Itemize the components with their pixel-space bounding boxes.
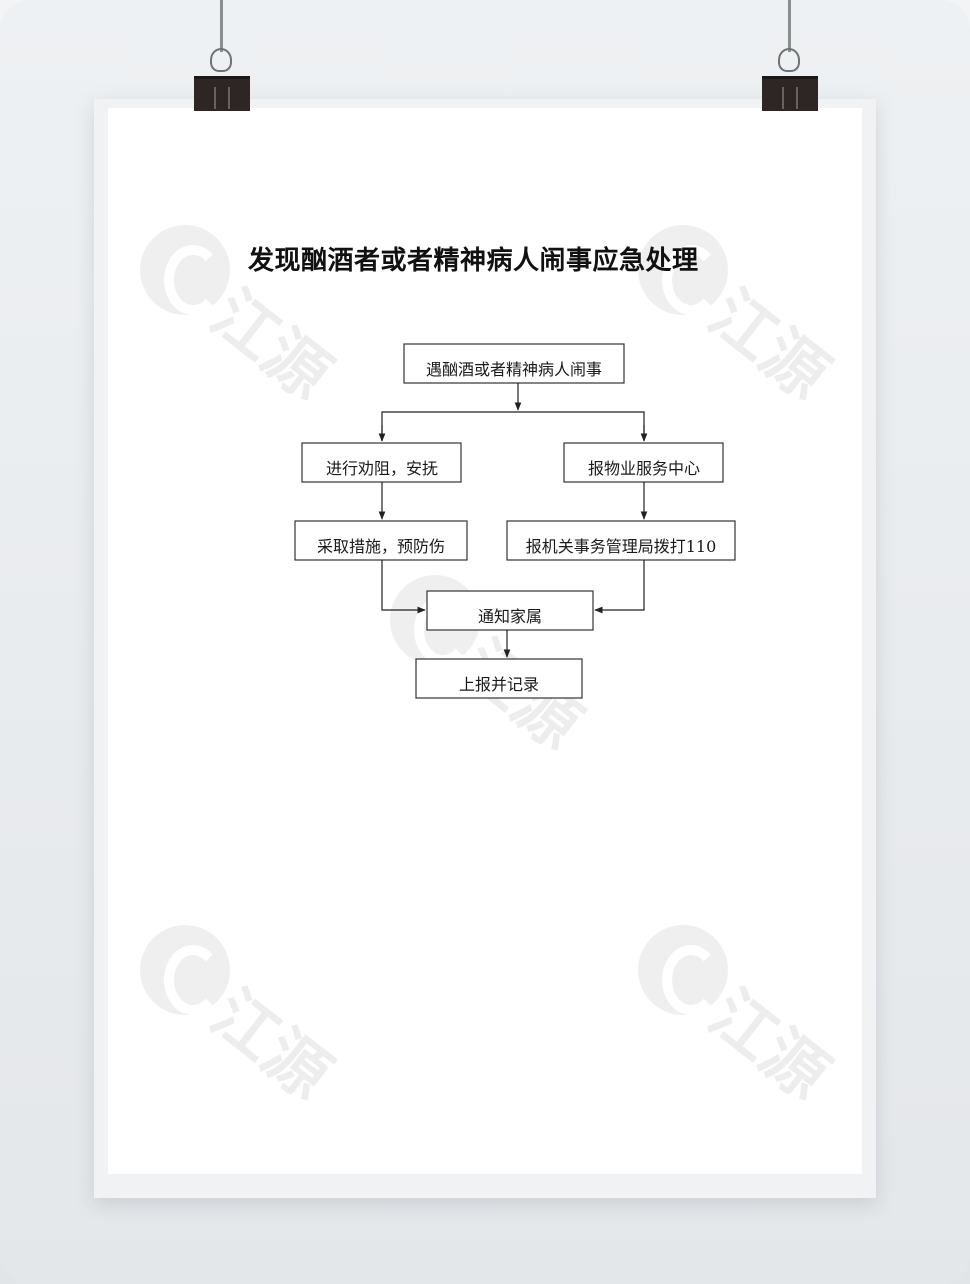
hanging-wire-right	[788, 0, 791, 52]
node-start-label: 遇酗酒或者精神病人闹事	[426, 360, 602, 379]
node-report-bureau-box	[506, 520, 736, 561]
node-record-box	[415, 658, 583, 699]
page-title: 发现酗酒者或者精神病人闹事应急处理	[248, 246, 699, 276]
arrow-bureau-to-notify	[594, 560, 645, 614]
node-report-bureau-label: 报机关事务管理局拨打110	[526, 537, 717, 556]
binder-clip-left-icon	[194, 76, 250, 111]
hanging-wire-left	[220, 0, 223, 52]
node-notify-family-label: 通知家属	[478, 607, 542, 626]
clip-ring-left	[210, 48, 232, 72]
node-notify-family-box	[426, 590, 594, 631]
node-dissuade-box	[301, 442, 462, 483]
node-record-label: 上报并记录	[459, 675, 539, 694]
node-start-box	[403, 343, 625, 384]
binder-clip-right-icon	[762, 76, 818, 111]
node-dissuade-label: 进行劝阻，安抚	[326, 459, 438, 478]
arrow-measures-to-notify	[381, 560, 426, 614]
node-measures-label: 采取措施，预防伤	[317, 537, 445, 556]
node-measures-box	[294, 520, 468, 561]
clip-ring-right	[778, 48, 800, 72]
node-report-property-box	[563, 442, 724, 483]
node-report-property-label: 报物业服务中心	[588, 459, 700, 478]
branch-connector	[381, 411, 645, 441]
poster-paper	[108, 108, 862, 1174]
